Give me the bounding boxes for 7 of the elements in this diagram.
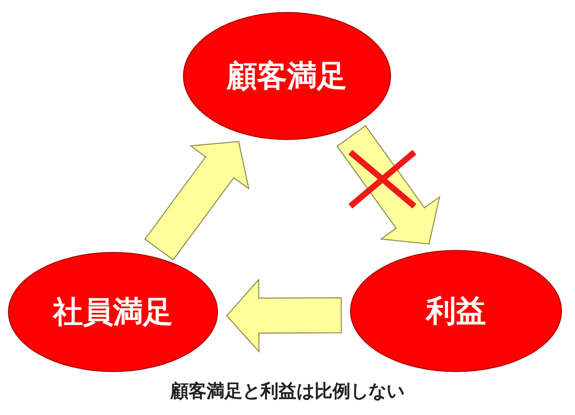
- node-label: 社員満足: [53, 296, 173, 328]
- block-arrow: [144, 140, 250, 260]
- node-label: 利益: [426, 294, 486, 328]
- block-arrow: [226, 278, 342, 353]
- block-arrow: [336, 125, 440, 245]
- caption: 顧客満足と利益は比例しない: [170, 380, 404, 403]
- node-label: 顧客満足: [227, 60, 347, 92]
